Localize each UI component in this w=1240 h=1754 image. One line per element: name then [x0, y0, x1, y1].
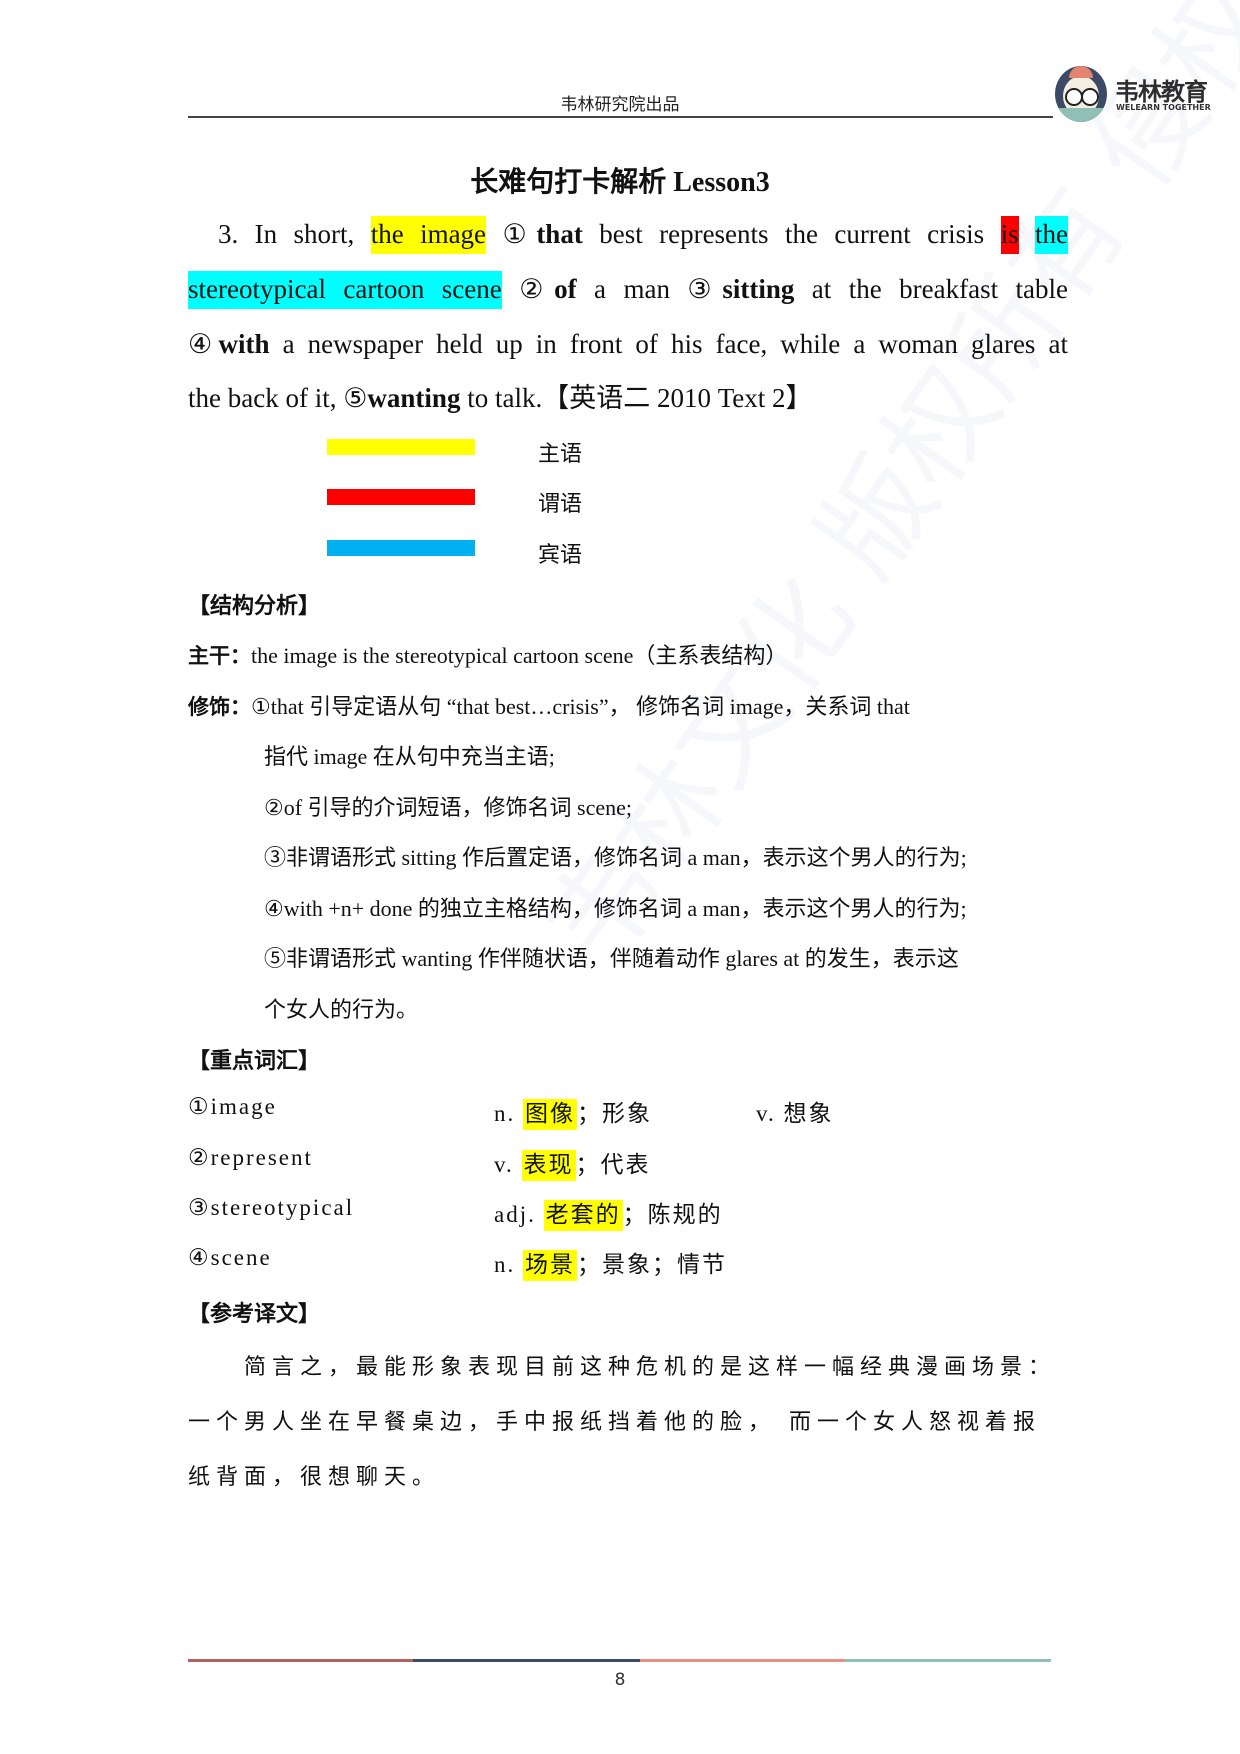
translation-line: 一个男人坐在早餐桌边，手中报纸挡着他的脸， 而一个女人怒视着报 — [188, 1410, 1041, 1435]
circled-5: ⑤ — [343, 383, 368, 413]
highlighted-meaning: 场景 — [523, 1250, 577, 1281]
circled-2: ② — [519, 274, 555, 304]
translation-heading: 【参考译文】 — [188, 1302, 321, 1327]
legend-swatch-predicate — [327, 489, 475, 505]
text: best represents the current crisis — [582, 219, 1001, 249]
predicate-highlight: is — [1000, 216, 1019, 254]
other-meaning: ；陈规的 — [622, 1202, 723, 1227]
footer-line-segment — [640, 1659, 845, 1662]
logo: 韦林教育 WELEARN TOGETHER — [1055, 66, 1225, 122]
modifier-1: 修饰：①that 引导定语从句 “that best…crisis”， 修饰名词… — [188, 689, 910, 721]
other-meaning: ；景象；情节 — [577, 1252, 727, 1277]
highlighted-meaning: 表现 — [521, 1150, 576, 1181]
pos: adj. — [494, 1202, 536, 1227]
text: the back of it, — [188, 383, 344, 413]
legend-swatch-object — [327, 540, 475, 556]
footer-line-segment — [413, 1659, 640, 1662]
vocab-definition: v. 表现；代表 — [494, 1145, 651, 1181]
sentence-line-1: 3. In short, the image ①that best repres… — [188, 214, 1068, 269]
text: a man — [576, 274, 688, 304]
pos: n. — [494, 1101, 516, 1126]
vocab-heading: 【重点词汇】 — [188, 1049, 321, 1074]
keyword: with — [218, 329, 270, 359]
object-highlight: the — [1035, 216, 1068, 254]
owl-logo-icon — [1055, 66, 1107, 122]
modifier-text: ①that 引导定语从句 “that best…crisis”， 修饰名词 im… — [251, 694, 910, 719]
text: 3. In short, — [218, 219, 371, 249]
main-text: the image is the stereotypical cartoon s… — [251, 643, 788, 668]
modifier-line: 个女人的行为。 — [264, 997, 419, 1022]
legend-label-object: 宾语 — [538, 543, 583, 568]
legend-label-predicate: 谓语 — [538, 492, 583, 517]
translation-line: 纸背面，很想聊天。 — [188, 1465, 441, 1490]
footer-line-segment — [845, 1659, 1051, 1662]
header-text: 韦林研究院出品 — [560, 95, 680, 115]
page-number: 8 — [614, 1670, 626, 1690]
translation-line: 简言之，最能形象表现目前这种危机的是这样一幅经典漫画场景： — [244, 1355, 1057, 1380]
modifier-line: 指代 image 在从句中充当主语; — [264, 744, 555, 769]
other-meaning: ；代表 — [575, 1152, 651, 1177]
keyword: sitting — [722, 274, 795, 304]
highlighted-meaning: 老套的 — [543, 1200, 623, 1231]
source: 【英语二 2010 Text 2】 — [542, 383, 813, 413]
modifier-line: ⑤非谓语形式 wanting 作伴随状语，伴随着动作 glares at 的发生… — [264, 946, 959, 971]
text: to talk. — [460, 383, 543, 413]
legend-swatch-subject — [327, 439, 475, 455]
vocab-word: ③stereotypical — [188, 1195, 355, 1220]
circled-1: ① — [502, 219, 537, 249]
page-title: 长难句打卡解析 Lesson3 — [470, 167, 770, 198]
keyword: of — [554, 274, 577, 304]
vocab-extra: v. 想象 — [756, 1101, 834, 1126]
subject-highlight: the image — [370, 216, 487, 254]
circled-3: ③ — [687, 274, 723, 304]
sentence-line-4: the back of it, ⑤wanting to talk.【英语二 20… — [188, 378, 1068, 433]
keyword: wanting — [367, 383, 461, 413]
text: at the breakfast table — [794, 274, 1068, 304]
main-label: 主干： — [188, 644, 251, 668]
vocab-definition: n. 场景；景象；情节 — [494, 1245, 727, 1281]
legend-label-subject: 主语 — [538, 442, 583, 467]
modifier-line: ④with +n+ done 的独立主格结构，修饰名词 a man，表示这个男人… — [264, 896, 967, 921]
footer-line-segment — [188, 1659, 413, 1662]
structure-heading: 【结构分析】 — [188, 594, 321, 619]
logo-tagline: WELEARN TOGETHER — [1116, 103, 1211, 112]
vocab-word: ④scene — [188, 1245, 272, 1270]
modifier-label: 修饰： — [188, 695, 251, 719]
pos: v. — [494, 1152, 514, 1177]
circled-4: ④ — [188, 329, 219, 359]
vocab-definition: adj. 老套的；陈规的 — [494, 1195, 723, 1231]
vocab-word: ①image — [188, 1094, 277, 1119]
object-highlight: stereotypical cartoon scene — [188, 271, 502, 309]
vocab-word: ②represent — [188, 1145, 313, 1170]
main-clause: 主干：the image is the stereotypical cartoo… — [188, 638, 787, 670]
pos: n. — [494, 1252, 516, 1277]
logo-brand: 韦林教育 — [1115, 78, 1208, 106]
modifier-line: ②of 引导的介词短语，修饰名词 scene; — [264, 795, 633, 820]
other-meaning: ；形象 — [577, 1101, 652, 1126]
sentence-line-3: ④with a newspaper held up in front of hi… — [188, 324, 1068, 379]
text: a newspaper held up in front of his face… — [269, 329, 1068, 359]
header-divider — [188, 116, 1053, 118]
vocab-definition: n. 图像；形象 — [494, 1094, 652, 1130]
keyword: that — [536, 219, 583, 249]
sentence-line-2: stereotypical cartoon scene ②of a man ③s… — [188, 269, 1068, 324]
highlighted-meaning: 图像 — [523, 1099, 577, 1130]
modifier-line: ③非谓语形式 sitting 作后置定语，修饰名词 a man，表示这个男人的行… — [264, 845, 967, 870]
